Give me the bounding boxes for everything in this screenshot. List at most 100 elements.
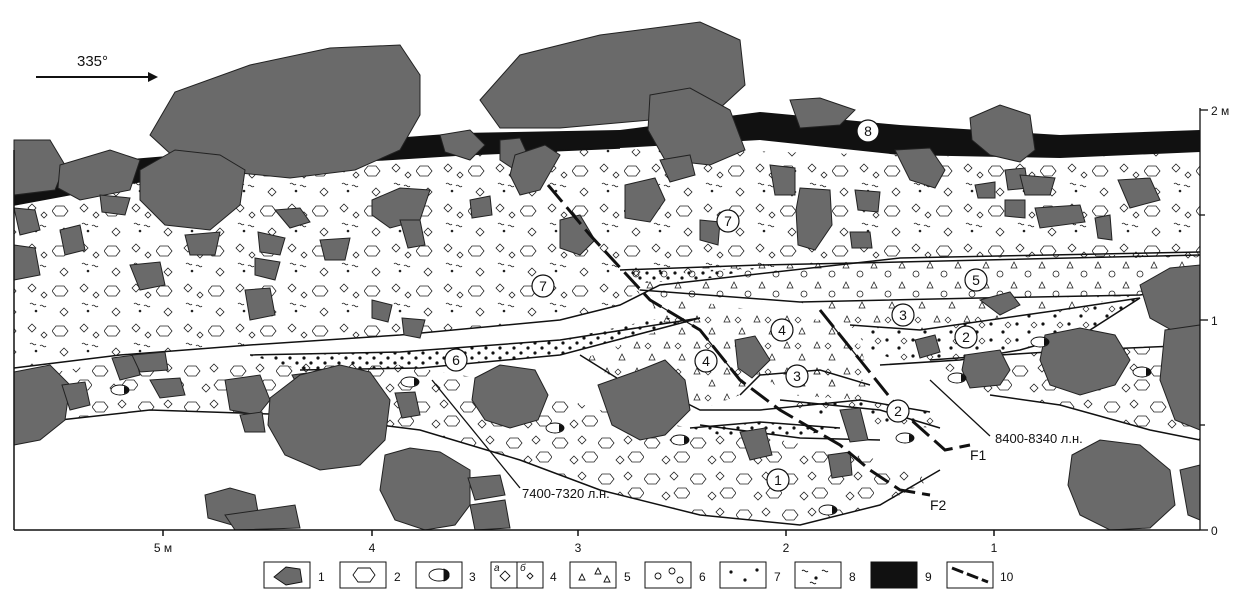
boulder bbox=[795, 187, 833, 251]
boulder bbox=[854, 189, 881, 213]
boulder bbox=[839, 407, 869, 443]
fault-thin-lines bbox=[649, 299, 861, 381]
boulder bbox=[149, 377, 186, 399]
depth-tick-2m: 2 м bbox=[1211, 104, 1229, 118]
svg-text:3: 3 bbox=[793, 368, 801, 384]
boulder bbox=[659, 154, 696, 183]
layer-marker-6: 6 bbox=[444, 348, 468, 372]
layer-marker-8: 8 bbox=[856, 119, 880, 143]
date-leader-right bbox=[929, 379, 991, 437]
layer-6-dotted-band bbox=[250, 318, 700, 370]
svg-text:1: 1 bbox=[774, 472, 782, 488]
boulder bbox=[224, 374, 271, 416]
boulder bbox=[849, 231, 873, 249]
boulder bbox=[244, 287, 276, 321]
boulder bbox=[61, 381, 91, 411]
legend-label-7: 7 bbox=[774, 570, 781, 584]
boulder bbox=[597, 359, 691, 441]
legend-sub-a: а bbox=[494, 563, 500, 574]
legend-label-9: 9 bbox=[925, 570, 932, 584]
boulder bbox=[1039, 327, 1131, 396]
boulder bbox=[239, 411, 266, 433]
boulder bbox=[57, 149, 141, 201]
svg-text:7: 7 bbox=[539, 278, 547, 294]
layer-marker-7: 7 bbox=[716, 209, 740, 233]
boulder bbox=[914, 334, 941, 359]
legend-label-2: 2 bbox=[394, 570, 401, 584]
boulder bbox=[257, 231, 286, 256]
distance-tick-2: 2 bbox=[783, 541, 790, 555]
fault-f2 bbox=[546, 184, 931, 497]
boulders bbox=[13, 21, 1201, 531]
legend-swatches bbox=[263, 561, 994, 589]
boulder bbox=[401, 317, 426, 339]
boulder bbox=[1179, 464, 1201, 521]
boulder bbox=[739, 427, 773, 461]
boulder bbox=[1019, 174, 1056, 196]
layer-marker-4: 4 bbox=[770, 318, 794, 342]
legend-label-8: 8 bbox=[849, 570, 856, 584]
layer-marker-5: 5 bbox=[964, 268, 988, 292]
layer-marker-2: 2 bbox=[954, 325, 978, 349]
boulder bbox=[624, 177, 666, 223]
layer-5 bbox=[620, 255, 1200, 302]
boulder bbox=[99, 194, 131, 216]
date-label-left: 7400-7320 л.н. bbox=[522, 486, 610, 501]
boulder bbox=[379, 447, 471, 531]
svg-text:3: 3 bbox=[899, 307, 907, 323]
legend-symbols bbox=[273, 566, 684, 586]
boulder bbox=[467, 474, 506, 501]
boulder bbox=[894, 147, 946, 189]
distance-axis bbox=[13, 150, 1200, 536]
boulder bbox=[184, 231, 221, 256]
distance-tick-1: 1 bbox=[991, 541, 998, 555]
boulder bbox=[699, 219, 721, 246]
boulder bbox=[1034, 204, 1086, 229]
boulder bbox=[509, 144, 561, 196]
legend: 1 2 3 а б 4 5 6 7 8 9 10 bbox=[263, 561, 1014, 589]
svg-text:6: 6 bbox=[452, 352, 460, 368]
legend-label-10: 10 bbox=[1000, 570, 1014, 584]
svg-text:5: 5 bbox=[972, 272, 980, 288]
boulder bbox=[978, 291, 1021, 316]
boulder bbox=[129, 261, 166, 291]
layer-8-soil bbox=[14, 112, 1200, 205]
boulder bbox=[469, 195, 493, 219]
svg-text:4: 4 bbox=[702, 353, 710, 369]
svg-text:8: 8 bbox=[864, 123, 872, 139]
layer-marker-7-left: 7 bbox=[531, 274, 555, 298]
legend-label-5: 5 bbox=[624, 570, 631, 584]
boulder bbox=[559, 214, 596, 256]
depth-tick-0: 0 bbox=[1211, 524, 1218, 538]
boulder bbox=[273, 207, 311, 229]
boulder bbox=[139, 149, 246, 231]
layer-marker-2-lower: 2 bbox=[886, 399, 910, 423]
boulder bbox=[59, 224, 86, 256]
legend-wavy bbox=[801, 569, 829, 585]
legend-label-4: 4 bbox=[550, 570, 557, 584]
date-leader-left bbox=[431, 379, 521, 489]
fault-label-f2: F2 bbox=[930, 497, 947, 513]
boulder bbox=[961, 349, 1011, 389]
svg-text:7: 7 bbox=[724, 213, 732, 229]
layer-marker-4-left: 4 bbox=[694, 349, 718, 373]
legend-label-1: 1 bbox=[318, 570, 325, 584]
distance-tick-4: 4 bbox=[369, 541, 376, 555]
boulder bbox=[647, 87, 746, 166]
boulder bbox=[439, 129, 486, 161]
svg-text:2: 2 bbox=[894, 403, 902, 419]
legend-fault-icon bbox=[951, 566, 989, 584]
boulder bbox=[1159, 324, 1201, 431]
boulder bbox=[267, 364, 391, 471]
legend-label-6: 6 bbox=[699, 570, 706, 584]
boulder bbox=[111, 354, 141, 381]
boulder bbox=[1117, 177, 1161, 209]
layer-marker-3: 3 bbox=[891, 303, 915, 327]
distance-tick-3: 3 bbox=[575, 541, 582, 555]
boulder bbox=[789, 97, 856, 129]
direction-label: 335° bbox=[77, 53, 108, 70]
boulder bbox=[471, 364, 549, 429]
layer-7-upper-deposit bbox=[14, 148, 1200, 368]
direction-arrow-icon bbox=[36, 72, 158, 82]
